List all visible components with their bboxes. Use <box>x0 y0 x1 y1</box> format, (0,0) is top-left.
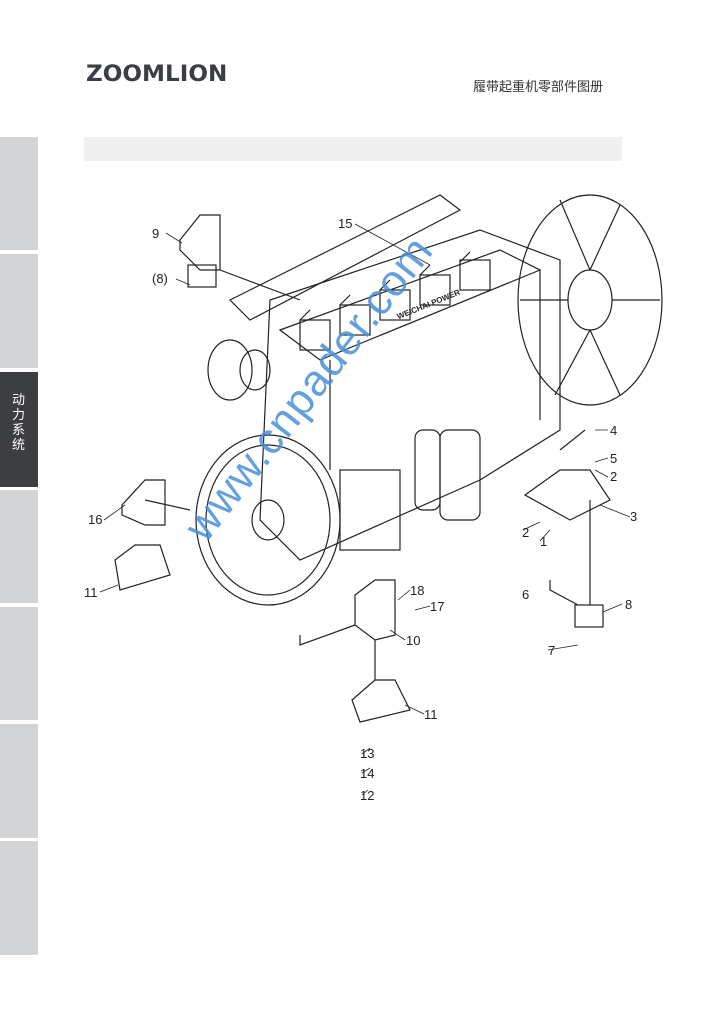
zoomlion-logo: ZOOMLION <box>86 62 228 87</box>
callout-label: 13 <box>360 746 375 761</box>
callout-label: 16 <box>88 512 103 527</box>
callout-label: 5 <box>610 451 618 466</box>
side-tab-7[interactable] <box>0 841 38 955</box>
side-tab-power-system[interactable]: 动力系统 <box>0 372 38 487</box>
side-tab-label: 动力系统 <box>12 392 26 452</box>
fan-drawing <box>517 194 663 406</box>
callout-label: 8 <box>625 597 633 612</box>
callout-label: 7 <box>548 643 556 658</box>
section-title-bar <box>84 137 622 161</box>
callout-label: 1 <box>540 534 548 549</box>
leader-lines <box>99 223 631 796</box>
side-tab-2[interactable] <box>0 254 38 368</box>
side-tab-6[interactable] <box>0 724 38 838</box>
side-tab-5[interactable] <box>0 607 38 720</box>
callout-label: 10 <box>406 633 421 648</box>
callout-label: 17 <box>430 599 445 614</box>
callout-label: 9 <box>152 226 160 241</box>
callout-label: 11 <box>424 707 438 722</box>
mount-brackets-drawing <box>114 214 611 723</box>
callout-label: 11 <box>84 585 98 600</box>
callout-label: 2 <box>610 469 618 484</box>
callout-label: (8) <box>152 271 168 286</box>
callout-label: 12 <box>360 788 375 803</box>
callout-label: 14 <box>360 766 375 781</box>
callout-label: 18 <box>410 583 425 598</box>
side-tab-1[interactable] <box>0 137 38 250</box>
engine-block-drawing <box>195 194 561 606</box>
callout-label: 2 <box>522 525 530 540</box>
callout-label: 4 <box>610 423 618 438</box>
callout-label: 3 <box>630 509 638 524</box>
callout-label: 15 <box>338 216 353 231</box>
callout-label: 6 <box>522 587 530 602</box>
side-tab-4[interactable] <box>0 490 38 603</box>
catalog-title: 履带起重机零部件图册 <box>473 79 604 94</box>
